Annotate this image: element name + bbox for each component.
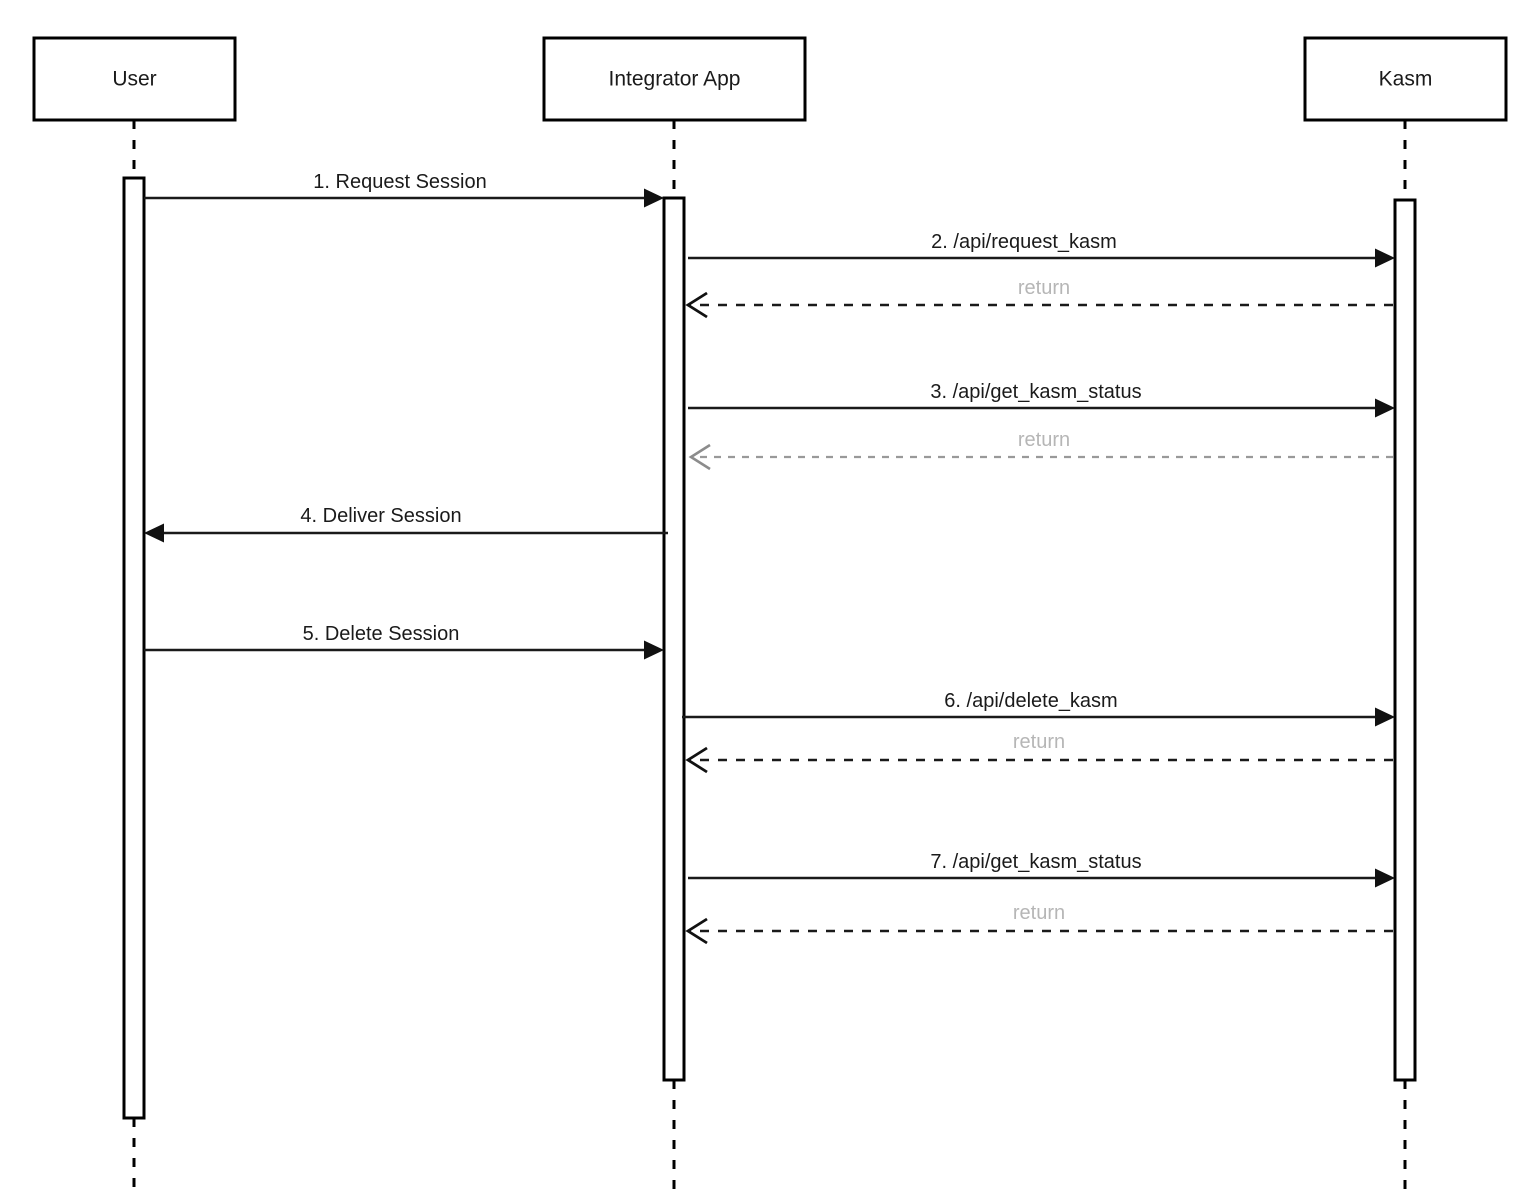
lifelines-layer: [132, 120, 1407, 1190]
arrowhead-open-6r: [685, 746, 708, 774]
message-label-7r: return: [1013, 902, 1065, 924]
message-5: 5. Delete Session: [144, 623, 664, 660]
arrowhead-open-3r: [688, 443, 711, 471]
activation-bar-integrator: [662, 196, 686, 1082]
message-label-6r: return: [1013, 731, 1065, 753]
message-6: 6. /api/delete_kasm: [682, 690, 1395, 727]
message-label-4: 4. Deliver Session: [300, 505, 461, 527]
activation-bar-kasm: [1393, 198, 1417, 1082]
participant-box-integrator[interactable]: [542, 36, 807, 122]
message-label-7: 7. /api/get_kasm_status: [930, 851, 1141, 873]
messages-layer: 1. Request Session 2. /api/request_kasmre…: [144, 171, 1395, 945]
message-4: 4. Deliver Session: [144, 505, 668, 543]
message-1: 1. Request Session: [144, 171, 664, 208]
participant-label-user: User: [112, 68, 156, 91]
message-2: 2. /api/request_kasm: [688, 231, 1395, 268]
arrowhead-filled-2: [1375, 248, 1395, 268]
activation-bar-user: [122, 176, 146, 1120]
message-label-6: 6. /api/delete_kasm: [944, 690, 1117, 712]
arrowhead-filled-3: [1375, 398, 1395, 418]
message-label-5: 5. Delete Session: [303, 623, 460, 645]
message-label-3: 3. /api/get_kasm_status: [930, 381, 1141, 403]
message-label-1: 1. Request Session: [313, 171, 486, 193]
arrowhead-filled-6: [1375, 707, 1395, 727]
participant-user[interactable]: User: [32, 36, 237, 122]
message-label-2: 2. /api/request_kasm: [931, 231, 1117, 253]
message-label-3r: return: [1018, 429, 1070, 451]
message-label-2r: return: [1018, 277, 1070, 299]
participant-box-kasm[interactable]: [1303, 36, 1508, 122]
participants-layer: User Integrator App Kasm: [32, 36, 1508, 122]
participant-label-integrator: Integrator App: [609, 68, 741, 91]
message-3r: return: [688, 429, 1393, 471]
arrowhead-filled-1: [644, 188, 664, 208]
participant-label-kasm: Kasm: [1379, 68, 1433, 91]
message-3: 3. /api/get_kasm_status: [688, 381, 1395, 418]
participant-kasm[interactable]: Kasm: [1303, 36, 1508, 122]
arrowhead-filled-4: [144, 523, 164, 543]
arrowhead-filled-5: [644, 640, 664, 660]
arrowhead-filled-7: [1375, 868, 1395, 888]
arrowhead-open-2r: [685, 291, 708, 319]
participant-box-user[interactable]: [32, 36, 237, 122]
participant-integrator[interactable]: Integrator App: [542, 36, 807, 122]
message-7: 7. /api/get_kasm_status: [688, 851, 1395, 888]
message-7r: return: [685, 902, 1393, 945]
message-2r: return: [685, 277, 1393, 319]
arrowhead-open-7r: [685, 917, 708, 945]
message-6r: return: [685, 731, 1393, 774]
activation-bars-layer: [122, 176, 1417, 1120]
